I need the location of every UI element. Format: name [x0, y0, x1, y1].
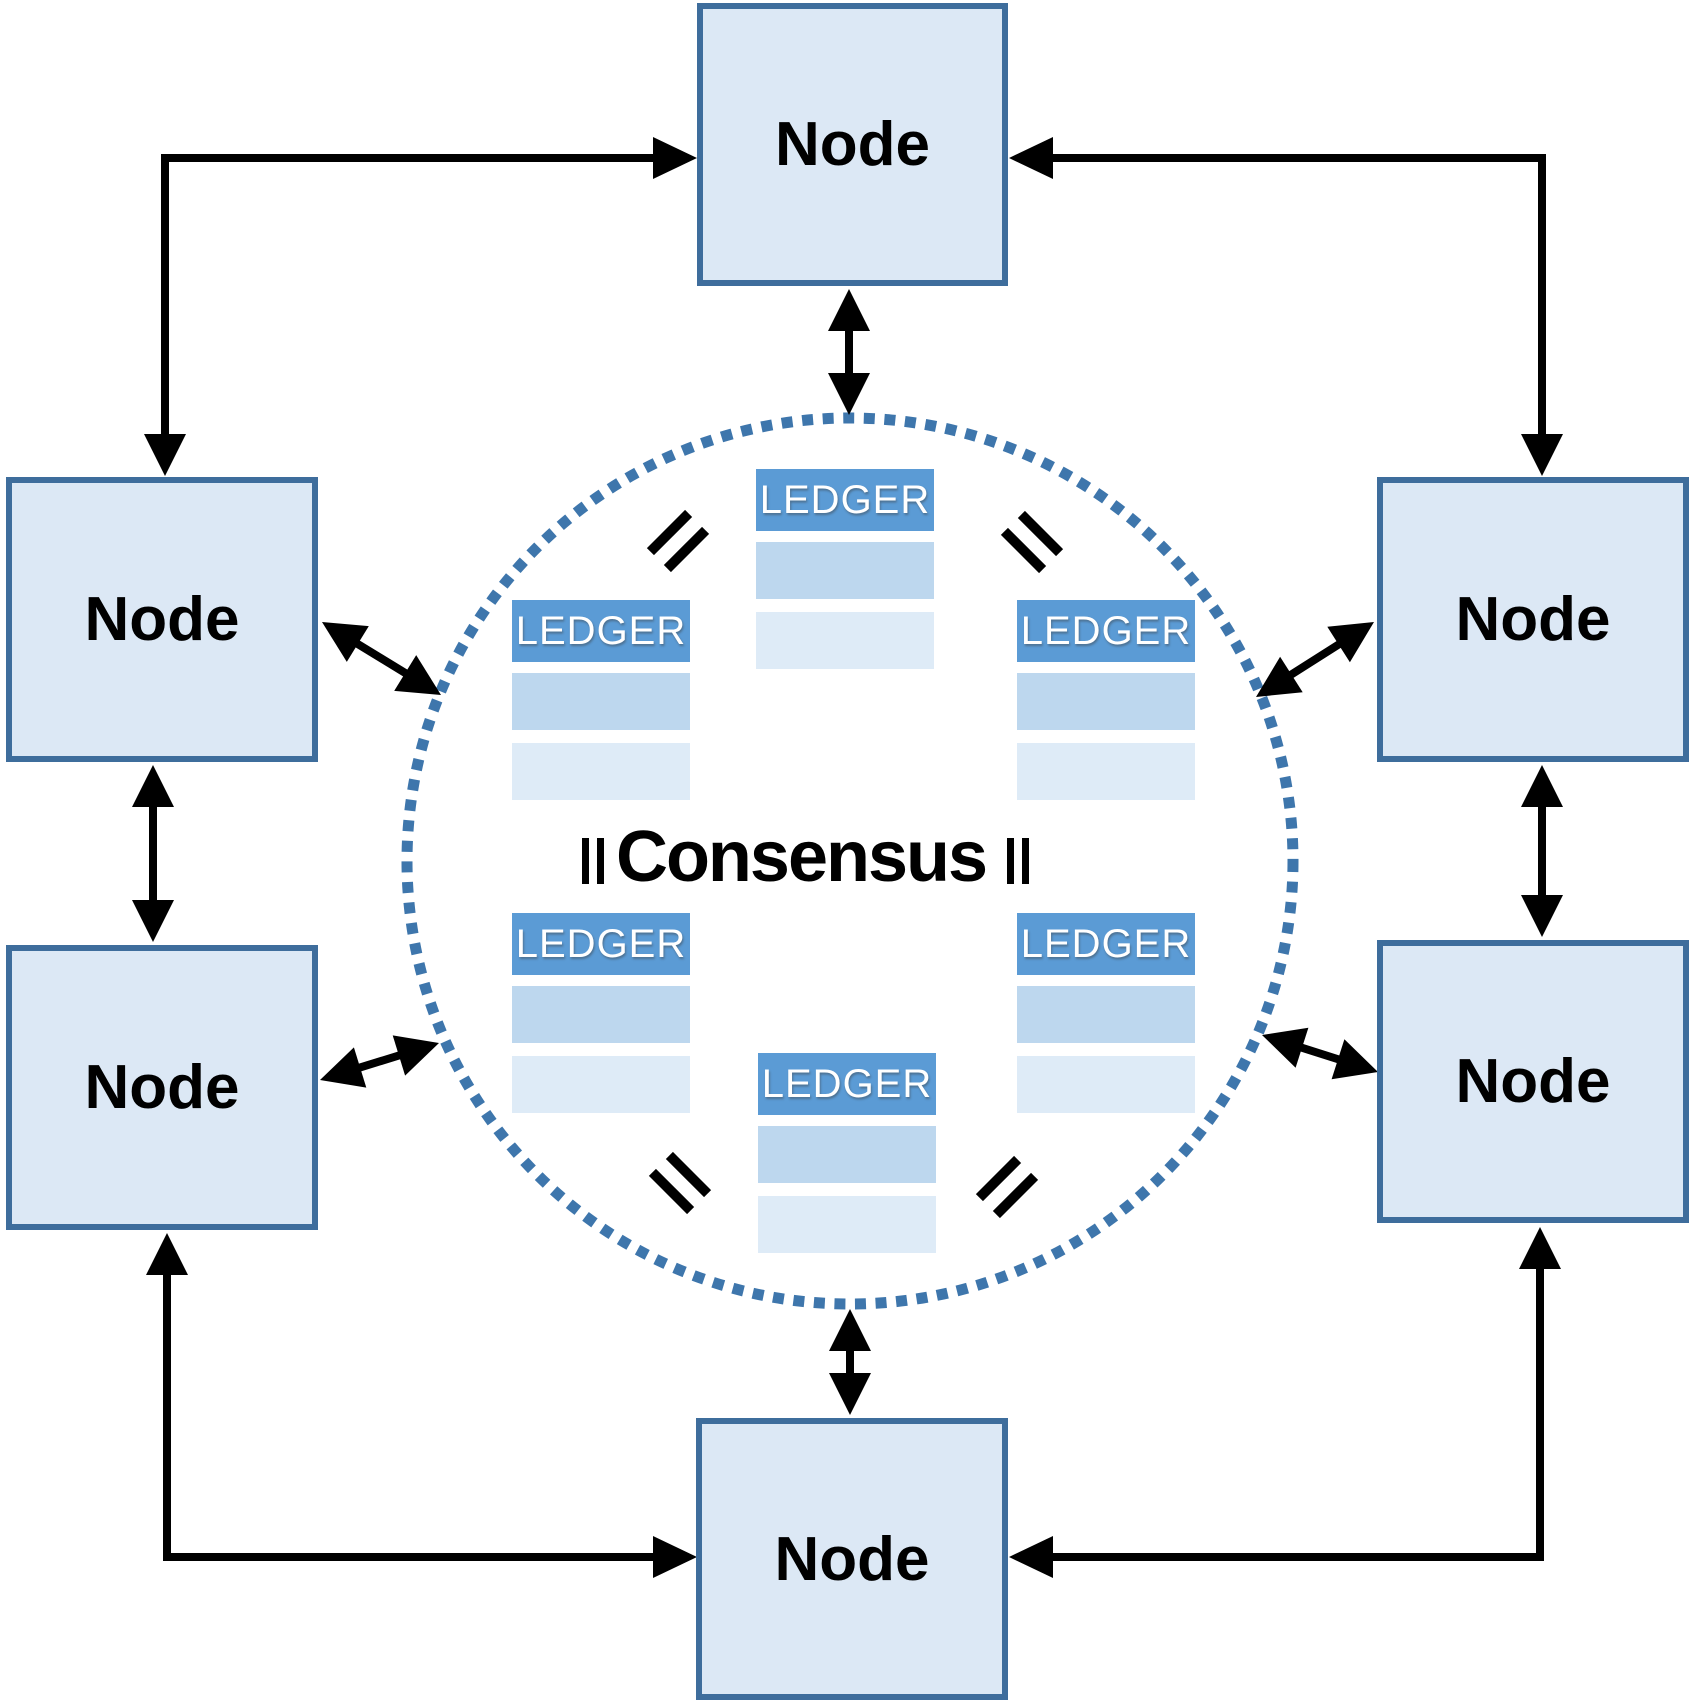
consensus-circle-outline [401, 412, 1299, 1310]
ledger-table-top: LEDGER [756, 469, 934, 682]
node-label: Node [84, 585, 240, 654]
connector-bottom-left [146, 1233, 697, 1578]
node-top: Node [697, 3, 1008, 286]
node-label: Node [84, 1053, 240, 1122]
ledger-header: LEDGER [758, 1053, 936, 1115]
connector-top-left [144, 137, 697, 476]
ledger-header: LEDGER [512, 913, 690, 975]
ledger-header: LEDGER [1017, 600, 1195, 662]
ledger-row [756, 612, 934, 669]
ledger-row [758, 1126, 936, 1183]
ledger-row [1017, 1056, 1195, 1113]
ledger-header: LEDGER [1017, 913, 1195, 975]
ledger-table-lower-left: LEDGER [512, 913, 690, 1126]
arrow-right-upper-circle [1256, 622, 1374, 697]
node-label: Node [775, 110, 930, 179]
ledger-table-mid-left: LEDGER [512, 600, 690, 813]
node-bottom: Node [696, 1418, 1008, 1700]
arrow-left-upper-circle [322, 622, 441, 695]
ledger-row [512, 673, 690, 730]
ledger-header: LEDGER [756, 469, 934, 531]
ledger-row [1017, 673, 1195, 730]
ledger-row [1017, 986, 1195, 1043]
node-right-lower: Node [1377, 940, 1689, 1223]
connector-bottom-right [1009, 1227, 1561, 1578]
ledger-row [756, 542, 934, 599]
arrow-right-lower-circle [1262, 1027, 1378, 1080]
ledger-row [512, 986, 690, 1043]
node-left-upper: Node [6, 477, 318, 762]
node-left-lower: Node [6, 945, 318, 1230]
arrow-top-node-circle [828, 289, 870, 415]
node-label: Node [1455, 1047, 1611, 1116]
ledger-table-mid-right: LEDGER [1017, 600, 1195, 813]
consensus-title: Consensus [615, 817, 988, 897]
node-label: Node [774, 1524, 930, 1594]
arrow-right-nodes [1521, 765, 1563, 937]
ledger-row [512, 1056, 690, 1113]
ledger-row [1017, 743, 1195, 800]
ledger-header: LEDGER [512, 600, 690, 662]
arrow-bottom-node-circle [829, 1309, 871, 1415]
ledger-row [758, 1196, 936, 1253]
node-label: Node [1455, 585, 1611, 654]
node-right-upper: Node [1377, 477, 1689, 762]
ledger-row [512, 743, 690, 800]
ledger-table-lower-right: LEDGER [1017, 913, 1195, 1126]
connector-top-right [1009, 137, 1563, 476]
arrow-left-nodes [132, 765, 174, 942]
ledger-table-bottom: LEDGER [758, 1053, 936, 1266]
arrow-left-lower-circle [320, 1035, 439, 1088]
